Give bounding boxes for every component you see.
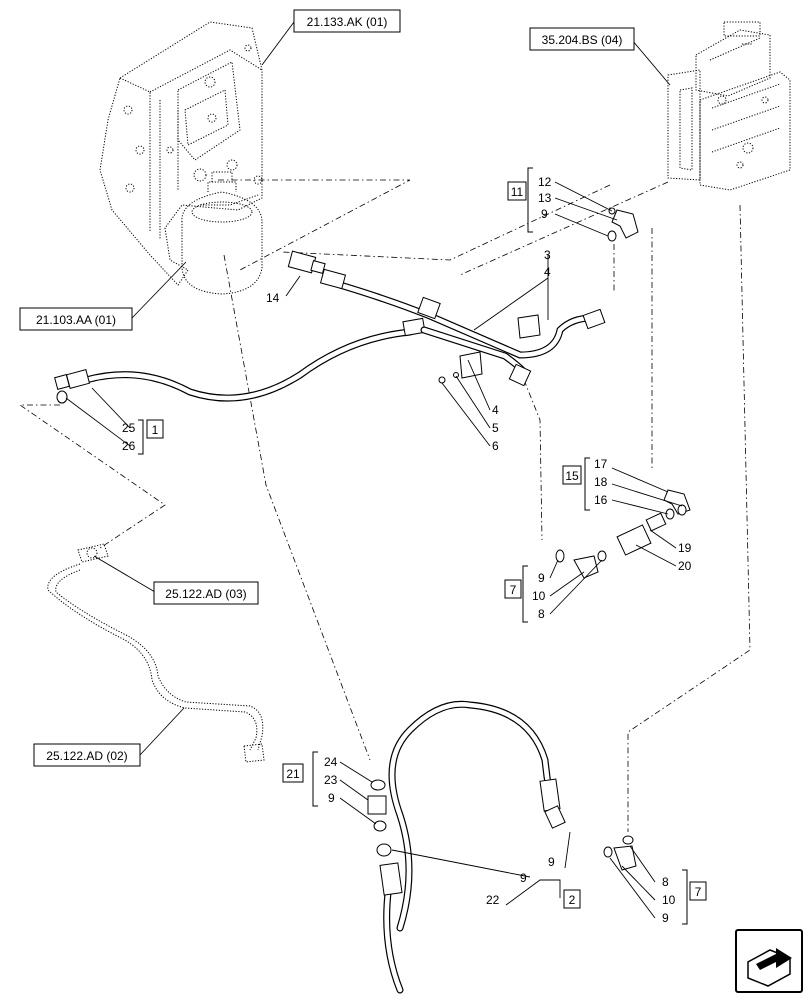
valve-body-assembly	[99, 21, 263, 286]
ref-25122AD03[interactable]: 25.122.AD (03)	[153, 581, 259, 605]
group-11-box: 11	[507, 181, 527, 201]
callout-19: 19	[678, 541, 692, 555]
callout-10: 10	[662, 893, 676, 907]
callout-9: 9	[520, 871, 527, 885]
callout-14: 14	[266, 291, 280, 305]
ref-21133AK-label: 21.133.AK (01)	[307, 15, 388, 29]
control-valve-assembly	[667, 21, 791, 191]
group-1-box: 1	[146, 419, 164, 439]
callout-4: 4	[544, 265, 551, 279]
group-7b-label: 7	[695, 885, 702, 899]
callout-9: 9	[662, 911, 669, 925]
group-15-label: 15	[565, 469, 579, 483]
callout-13: 13	[538, 191, 552, 205]
group-11-label: 11	[511, 185, 524, 199]
ref-25122AD03-label: 25.122.AD (03)	[165, 587, 246, 601]
callout-22: 22	[486, 893, 500, 907]
callout-9: 9	[541, 207, 548, 221]
callout-9: 9	[538, 571, 545, 585]
callout-3: 3	[544, 248, 551, 262]
accumulator	[181, 171, 263, 295]
reference-lines	[18, 179, 751, 832]
callout-23: 23	[324, 773, 338, 787]
group-2-label: 2	[569, 893, 576, 907]
connector-19-20	[616, 512, 667, 556]
ref-21133AK[interactable]: 21.133.AK (01)	[293, 9, 401, 33]
ref-25122AD02-label: 25.122.AD (02)	[46, 749, 127, 763]
callout-9: 9	[548, 855, 555, 869]
callout-8: 8	[662, 875, 669, 889]
fitting-14	[287, 250, 326, 274]
group-21-box: 21	[282, 763, 304, 783]
callout-8: 8	[538, 607, 545, 621]
ref-21103AA[interactable]: 21.103.AA (01)	[19, 307, 133, 331]
next-page-arrow-icon[interactable]	[735, 929, 803, 993]
hose-22	[379, 700, 566, 994]
pressure-sensing-line	[47, 543, 265, 763]
callout-12: 12	[538, 175, 552, 189]
group-7b-box: 7	[689, 881, 707, 901]
fitting-group-7a-parts	[555, 549, 607, 579]
ref-21103AA-label: 21.103.AA (01)	[36, 313, 116, 327]
callout-24: 24	[324, 755, 338, 769]
callout-20: 20	[678, 559, 692, 573]
callout-labels: 12 13 9 3 4 14 4 5 6 25 26 17 18 16 19 2…	[122, 175, 692, 925]
brackets	[138, 167, 688, 925]
fitting-group-15-parts	[663, 489, 691, 520]
fitting-group-7b-parts	[603, 835, 637, 871]
fitting-group-21-parts	[367, 779, 392, 857]
group-2-box: 2	[563, 889, 581, 909]
ref-35204BS-label: 35.204.BS (04)	[542, 33, 623, 47]
callout-6: 6	[492, 439, 499, 453]
clamps	[438, 314, 541, 384]
hose-1	[54, 317, 426, 404]
callout-17: 17	[594, 457, 608, 471]
callout-5: 5	[492, 421, 499, 435]
group-15-box: 15	[562, 465, 582, 485]
callout-10: 10	[532, 589, 546, 603]
ref-35204BS[interactable]: 35.204.BS (04)	[529, 27, 635, 51]
callout-9: 9	[328, 791, 335, 805]
callout-25: 25	[122, 421, 136, 435]
callout-26: 26	[122, 439, 136, 453]
leader-lines	[65, 21, 683, 919]
callout-4: 4	[492, 403, 499, 417]
group-7a-label: 7	[510, 583, 517, 597]
ref-25122AD02[interactable]: 25.122.AD (02)	[33, 743, 141, 767]
callout-18: 18	[594, 475, 608, 489]
callout-16: 16	[594, 493, 608, 507]
hose-3	[319, 268, 606, 387]
fitting-group-11-parts	[607, 207, 639, 242]
group-7a-box: 7	[504, 579, 522, 599]
group-1-label: 1	[152, 423, 159, 437]
group-21-label: 21	[286, 767, 300, 781]
